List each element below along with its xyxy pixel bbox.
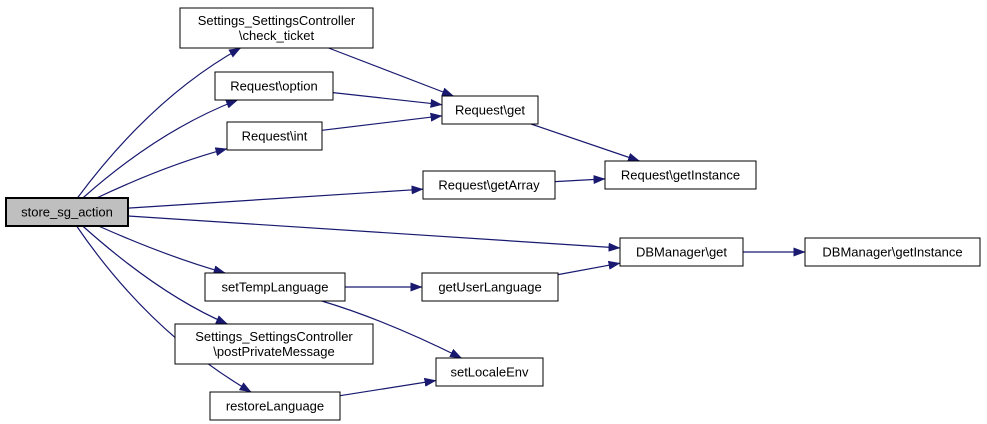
node-dbmanager_get[interactable]: DBManager\get <box>619 237 744 267</box>
edge-request_getarray-to-request_getinstance <box>554 175 606 185</box>
edge-settemplanguage-to-setlocaleenv <box>321 300 462 359</box>
node-box[interactable] <box>441 95 539 125</box>
node-label: Request\option <box>230 79 317 94</box>
node-box[interactable] <box>804 237 981 267</box>
node-dbmanager_getinstance[interactable]: DBManager\getInstance <box>804 237 981 267</box>
node-label: Request\get <box>455 103 525 118</box>
node-box[interactable] <box>604 160 757 190</box>
node-label: Request\int <box>242 129 308 144</box>
node-box[interactable] <box>174 323 374 365</box>
node-setlocaleenv[interactable]: setLocaleEnv <box>435 357 544 387</box>
edges-layer <box>76 47 806 397</box>
edge-check_ticket-to-request_get <box>328 47 454 97</box>
edge-getuserlanguage-to-dbmanager_get <box>557 260 621 276</box>
edge-request_option-to-request_get <box>332 92 443 108</box>
node-label: Settings_SettingsController <box>195 329 353 344</box>
node-label: Request\getInstance <box>621 168 740 183</box>
edge-store_sg_action-to-request_option <box>82 99 239 199</box>
node-label: Settings_SettingsController <box>198 13 356 28</box>
node-box[interactable] <box>226 121 323 151</box>
node-label: \check_ticket <box>239 28 315 43</box>
edge-store_sg_action-to-restorelanguage <box>76 225 252 393</box>
node-label: restoreLanguage <box>226 399 324 414</box>
edge-restorelanguage-to-setlocaleenv <box>339 377 437 397</box>
node-request_int[interactable]: Request\int <box>226 121 323 151</box>
node-box[interactable] <box>435 357 544 387</box>
node-getuserlanguage[interactable]: getUserLanguage <box>421 272 559 302</box>
node-label: setLocaleEnv <box>450 365 529 380</box>
node-settemplanguage[interactable]: setTempLanguage <box>204 272 346 302</box>
node-request_getinstance[interactable]: Request\getInstance <box>604 160 757 190</box>
edge-store_sg_action-to-request_int <box>96 147 228 199</box>
node-label: DBManager\getInstance <box>822 245 962 260</box>
node-store_sg_action[interactable]: store_sg_action <box>5 197 129 227</box>
node-label: store_sg_action <box>21 205 113 220</box>
node-request_get[interactable]: Request\get <box>441 95 539 125</box>
edge-store_sg_action-to-check_ticket <box>76 47 242 199</box>
node-label: getUserLanguage <box>438 280 541 295</box>
edge-store_sg_action-to-postprivatemessage <box>82 225 228 325</box>
node-label: Request\getArray <box>438 178 540 193</box>
node-check_ticket[interactable]: Settings_SettingsController\check_ticket <box>179 7 374 49</box>
highlighted-node-box[interactable] <box>5 197 129 227</box>
edge-request_int-to-request_get <box>321 112 443 131</box>
node-box[interactable] <box>209 391 341 421</box>
node-restorelanguage[interactable]: restoreLanguage <box>209 391 341 421</box>
node-box[interactable] <box>619 237 744 267</box>
node-label: DBManager\get <box>636 245 727 260</box>
node-request_option[interactable]: Request\option <box>214 71 334 101</box>
edge-store_sg_action-to-dbmanager_get <box>127 215 621 252</box>
node-box[interactable] <box>422 170 556 200</box>
node-box[interactable] <box>179 7 374 49</box>
node-label: \postPrivateMessage <box>213 344 334 359</box>
node-postprivatemessage[interactable]: Settings_SettingsController\postPrivateM… <box>174 323 374 365</box>
edge-store_sg_action-to-request_getarray <box>127 185 424 209</box>
nodes-layer: store_sg_actionSettings_SettingsControll… <box>5 7 981 421</box>
edge-request_get-to-request_getinstance <box>530 123 640 162</box>
node-request_getarray[interactable]: Request\getArray <box>422 170 556 200</box>
node-label: setTempLanguage <box>222 280 329 295</box>
node-box[interactable] <box>421 272 559 302</box>
node-box[interactable] <box>204 272 346 302</box>
edge-store_sg_action-to-settemplanguage <box>98 225 226 275</box>
node-box[interactable] <box>214 71 334 101</box>
